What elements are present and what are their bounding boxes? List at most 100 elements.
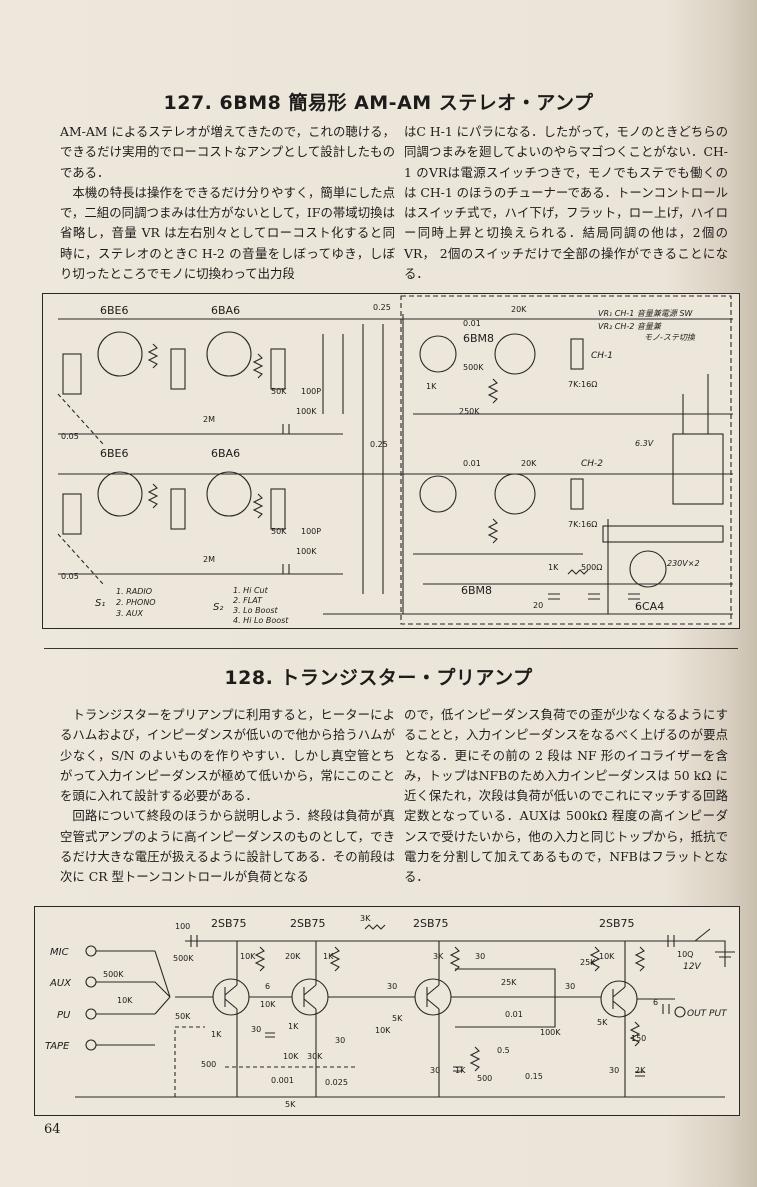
component-value: 100 xyxy=(175,922,190,931)
component-value: 50K xyxy=(271,527,287,536)
paragraph: ので，低インピーダンス負荷での歪が少なくなるようにすることと，入力インピーダンス… xyxy=(404,707,728,885)
component-value: 30 xyxy=(251,1025,261,1034)
component-value: 500K xyxy=(103,970,124,979)
component-value: 10Q xyxy=(677,950,693,959)
component-value: 0.25 xyxy=(370,440,388,449)
component-value: 0.5 xyxy=(497,1046,510,1055)
channel-label: CH-1 xyxy=(591,351,613,361)
component-value: 5K xyxy=(285,1100,296,1109)
paragraph: 本機の特長は操作をできるだけ分りやすく，簡単にした点で，二組の同調つまみは仕方が… xyxy=(60,184,395,282)
tube-label: 6BA6 xyxy=(211,447,240,460)
component-value: 100P xyxy=(301,527,321,536)
component-value: 20 xyxy=(533,601,543,610)
schematic-stereo-amp: 6BE6 6BA6 6BE6 6BA6 6BM8 6BM8 6CA4 CH-1 … xyxy=(42,293,740,629)
paragraph: AM-AM によるステレオが増えてきたので，これの聴ける，できるだけ実用的でロー… xyxy=(60,124,395,180)
component-value: 50K xyxy=(271,387,287,396)
transformer-label: 7K:16Ω xyxy=(568,380,597,389)
section-128-left-column: トランジスターをプリアンプに利用すると，ヒーターによるハムおよび，インピーダンス… xyxy=(60,705,395,888)
component-value: 100K xyxy=(296,407,317,416)
tube-label: 6BM8 xyxy=(463,332,494,345)
switch-position: 1. Hi Cut xyxy=(233,586,269,595)
component-value: 250K xyxy=(459,407,480,416)
vr-legend: VR₂ CH-2 音量兼 xyxy=(598,322,662,331)
component-value: 1K xyxy=(455,1066,466,1075)
transistor-label: 2SB75 xyxy=(290,917,326,930)
component-value: 1K xyxy=(211,1030,222,1039)
schematic-transistor-preamp: 2SB75 2SB75 2SB75 2SB75 MIC AUX PU TAPE … xyxy=(34,906,740,1116)
component-value: 10K xyxy=(599,952,615,961)
switch-position: 2. FLAT xyxy=(233,596,263,605)
component-value: 1K xyxy=(288,1022,299,1031)
component-value: 500K xyxy=(463,363,484,372)
paragraph: はC H-1 にパラになる．したがって，モノのときどちらの同調つまみを廻してよい… xyxy=(404,124,728,282)
tube-label: 6BM8 xyxy=(461,584,492,597)
section-128-title: 128. トランジスター・プリアンプ xyxy=(224,667,533,689)
voltage-label: 230V×2 xyxy=(667,559,700,568)
component-value: 1K xyxy=(426,382,437,391)
component-value: 6 xyxy=(653,998,658,1007)
component-value: 0.01 xyxy=(463,319,481,328)
component-value: 2M xyxy=(203,415,215,424)
component-value: 6 xyxy=(265,982,270,991)
input-label-mic: MIC xyxy=(50,947,69,958)
switch-label: S₁ xyxy=(95,598,105,609)
component-value: 0.01 xyxy=(505,1010,523,1019)
transistor-label: 2SB75 xyxy=(211,917,247,930)
switch-position: 3. Lo Boost xyxy=(233,606,279,615)
component-value: 50K xyxy=(175,1012,191,1021)
switch-position: 2. PHONO xyxy=(116,598,156,607)
vr-legend: モノ-ステ切換 xyxy=(644,333,696,342)
section-127-left-column: AM-AM によるステレオが増えてきたので，これの聴ける，できるだけ実用的でロー… xyxy=(60,122,395,284)
component-value: 100K xyxy=(540,1028,561,1037)
switch-label: S₂ xyxy=(213,602,223,613)
component-value: 500 xyxy=(477,1074,492,1083)
page-number: 64 xyxy=(44,1122,61,1137)
component-value: 30 xyxy=(475,952,485,961)
paragraph: 回路について終段のほうから説明しよう．終段は負荷が真空管式アンプのように高インピ… xyxy=(60,808,395,885)
vr-legend: VR₁ CH-1 音量兼電源 SW xyxy=(598,309,694,318)
component-value: 3K xyxy=(360,914,371,923)
component-value: 30 xyxy=(387,982,397,991)
component-value: 3K xyxy=(433,952,444,961)
output-label: OUT PUT xyxy=(687,1009,728,1019)
component-value: 0.15 xyxy=(525,1072,543,1081)
component-value: 100P xyxy=(301,387,321,396)
component-value: 5K xyxy=(392,1014,403,1023)
component-value: 30 xyxy=(565,982,575,991)
component-value: 10K xyxy=(240,952,256,961)
input-label-aux: AUX xyxy=(49,978,72,989)
tube-label: 6BE6 xyxy=(100,447,129,460)
component-value: 2M xyxy=(203,555,215,564)
schematic-stereo-amp-drawing: 6BE6 6BA6 6BE6 6BA6 6BM8 6BM8 6CA4 CH-1 … xyxy=(57,295,733,625)
component-value: 10K xyxy=(375,1026,391,1035)
component-value: 30 xyxy=(335,1036,345,1045)
switch-position: 3. AUX xyxy=(116,609,144,618)
component-value: 0.01 xyxy=(463,459,481,468)
component-value: 0.05 xyxy=(61,572,79,581)
component-value: 0.001 xyxy=(271,1076,294,1085)
transistor-label: 2SB75 xyxy=(599,917,635,930)
tube-label: 6BE6 xyxy=(100,304,129,317)
transistor-label: 2SB75 xyxy=(413,917,449,930)
component-value: 20K xyxy=(285,952,301,961)
component-value: 25K xyxy=(501,978,517,987)
component-value: 10K xyxy=(283,1052,299,1061)
section-127-title: 127. 6BM8 簡易形 AM-AM ステレオ・アンプ xyxy=(163,92,594,114)
component-value: 0.25 xyxy=(373,303,391,312)
voltage-label: 6.3V xyxy=(635,439,654,448)
component-value: 10K xyxy=(260,1000,276,1009)
component-value: 150 xyxy=(631,1034,646,1043)
supply-label: 12V xyxy=(683,962,701,972)
tube-label: 6BA6 xyxy=(211,304,240,317)
component-value: 30K xyxy=(307,1052,323,1061)
component-value: 1K xyxy=(548,563,559,572)
switch-position: 1. RADIO xyxy=(116,587,152,596)
component-value: 0.05 xyxy=(61,432,79,441)
schematic-transistor-preamp-drawing: 2SB75 2SB75 2SB75 2SB75 MIC AUX PU TAPE … xyxy=(45,914,735,1109)
component-value: 10K xyxy=(117,996,133,1005)
channel-label: CH-2 xyxy=(581,459,603,469)
component-value: 500K xyxy=(173,954,194,963)
input-label-tape: TAPE xyxy=(45,1041,70,1052)
component-value: 30 xyxy=(430,1066,440,1075)
